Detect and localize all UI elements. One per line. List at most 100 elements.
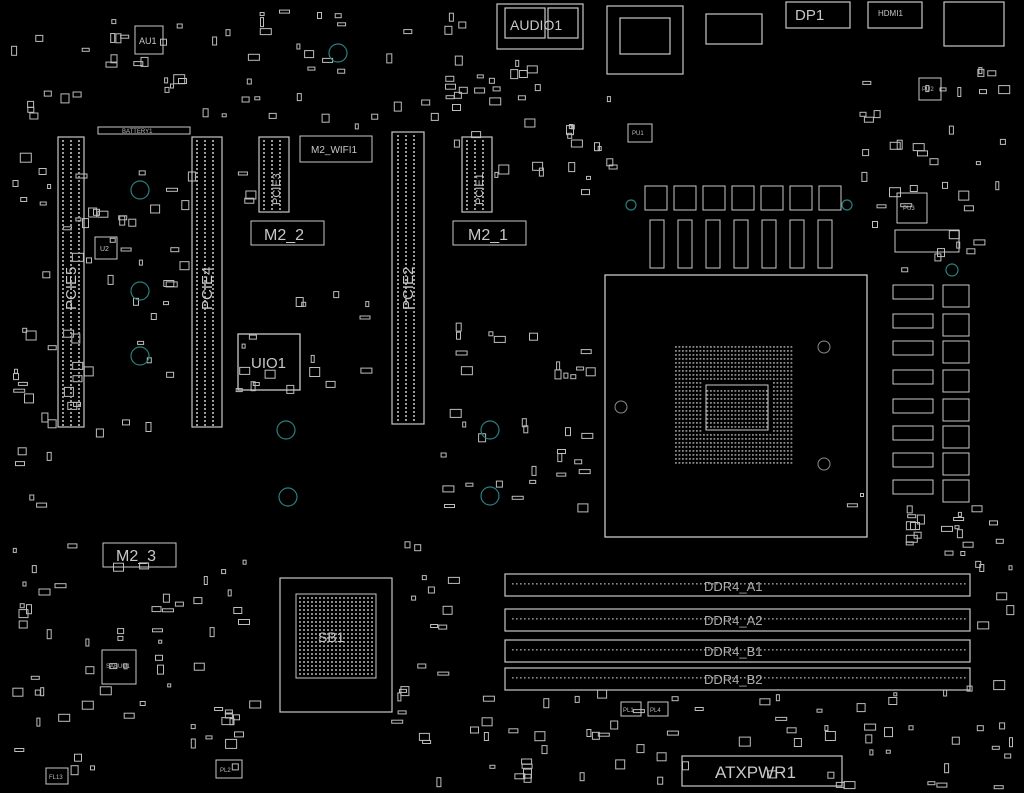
pcie-pin [62, 208, 64, 210]
pcie-pin [62, 396, 64, 398]
sb-ball [327, 613, 329, 615]
smd-component [999, 722, 1006, 730]
dimm-pin [624, 618, 626, 620]
pcie-pin [413, 383, 415, 385]
cpu-pin [689, 382, 691, 384]
dimm-pin [624, 677, 626, 679]
pcie-pin [482, 148, 484, 150]
cpu-pin [731, 390, 733, 392]
pcie-pin [62, 356, 64, 358]
pcie-pin [279, 140, 281, 142]
pcie-pin [196, 280, 198, 282]
pcie-pin [78, 308, 80, 310]
pcie-pin [62, 336, 64, 338]
sabu-chip [101, 649, 137, 685]
pcie-pin [78, 328, 80, 330]
pcie-pin [196, 364, 198, 366]
pcie-pin [397, 399, 399, 401]
cpu-pin [682, 362, 684, 364]
smd-component [872, 221, 878, 228]
cpu-pin [713, 370, 716, 372]
pcie-pin [70, 196, 72, 198]
smd-component [417, 663, 427, 669]
smd-component [531, 465, 537, 476]
smd-component [421, 575, 427, 581]
sb-ball [315, 621, 317, 623]
cpu-pin [766, 434, 768, 436]
smd-component [543, 698, 550, 709]
dimm-pin [748, 677, 750, 679]
smd-component [167, 683, 172, 688]
cpu-pin [703, 374, 705, 376]
cpu-pin [675, 418, 677, 420]
pcie-pin [212, 376, 214, 378]
cpu-pin [773, 430, 775, 432]
cpu-pin [738, 370, 740, 372]
smd-component [120, 34, 130, 39]
sb-ball [303, 649, 305, 651]
cpu-pin [787, 426, 789, 428]
smd-component [14, 748, 25, 752]
pcie-pin [413, 403, 415, 405]
dimm-pin [796, 649, 798, 651]
pcie-pin [271, 200, 273, 202]
sb-ball [323, 661, 325, 663]
smd-component [436, 777, 442, 788]
dimm-pin [716, 677, 718, 679]
dimm-pin [724, 618, 726, 620]
cpu-pin [783, 462, 786, 464]
smd-component [554, 369, 562, 380]
smd-component [24, 393, 34, 404]
pcie-pin [70, 364, 72, 366]
cpu-pin [692, 362, 695, 364]
sb-ball [347, 625, 349, 627]
smd-component [456, 331, 461, 340]
smd-component [610, 720, 619, 730]
cpu-pin [787, 418, 789, 420]
pcie-pin [405, 151, 407, 153]
sb-ball [351, 613, 353, 615]
cpu-pin [720, 418, 723, 420]
dimm-pin [700, 677, 702, 679]
sb-ball [363, 621, 365, 623]
smd-component [117, 635, 124, 641]
pcie-pin [212, 148, 214, 150]
cpu-pin [675, 430, 677, 432]
sb-ball [363, 661, 365, 663]
pcie-pin [78, 276, 80, 278]
sb-ball [335, 657, 337, 659]
cpu-pin [706, 414, 709, 416]
smd-component [241, 96, 250, 103]
smd-component [120, 247, 132, 252]
cpu-pin [717, 358, 719, 360]
cpu-pin [713, 450, 716, 452]
smd-component [474, 87, 486, 94]
sb-ball [371, 629, 373, 631]
pcie-pin [70, 160, 72, 162]
cpu-pin [675, 410, 677, 412]
sb-ball [339, 617, 341, 619]
pcie-pin [204, 236, 206, 238]
cpu-pin [717, 362, 719, 364]
dimm-pin [772, 618, 774, 620]
pcie-pin [279, 200, 281, 202]
dimm-pin [680, 618, 682, 620]
pcie-pin [196, 288, 198, 290]
cpu-pin [724, 422, 726, 424]
smd-component [458, 21, 467, 29]
cpu-pin [675, 370, 677, 372]
pcie-pin [70, 176, 72, 178]
cpu-pin [699, 462, 702, 464]
cpu-pin [696, 414, 698, 416]
cpu-pin [741, 458, 744, 460]
dimm-pin [736, 649, 738, 651]
cpu-pin [783, 350, 786, 352]
sabu-label: SABUU1 [106, 664, 131, 670]
pcie-pin [405, 375, 407, 377]
smd-component [999, 138, 1006, 145]
cpu-pin [699, 346, 702, 348]
cpu-pin [689, 418, 691, 420]
cpu-pin [741, 434, 744, 436]
smd-component [264, 369, 276, 379]
pcie-pin [271, 148, 273, 150]
